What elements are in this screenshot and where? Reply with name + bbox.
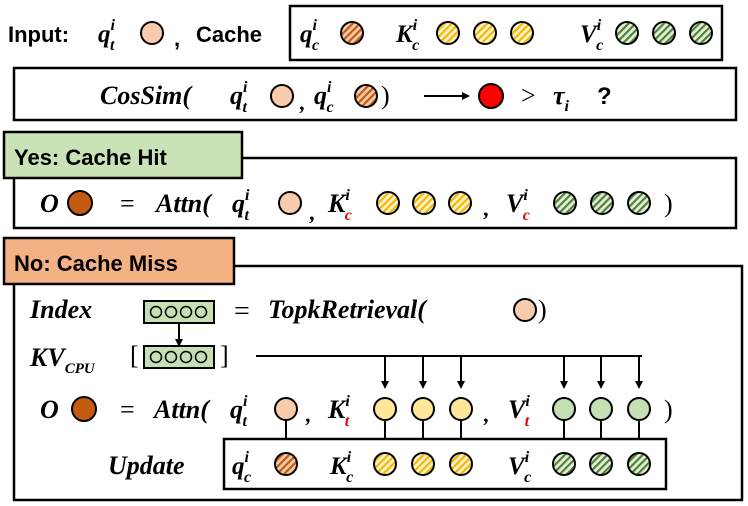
index-label: Index	[29, 295, 92, 324]
cached-value-circle	[615, 21, 639, 45]
miss-value-circle	[589, 397, 613, 421]
hit-attn-func: Attn(	[154, 189, 213, 218]
hit-key-circle	[412, 191, 436, 215]
miss-attn-func: Attn(	[152, 395, 211, 424]
topk-query-circle	[513, 298, 537, 322]
cache-label: Cache	[196, 22, 262, 47]
miss-key-circle	[373, 397, 397, 421]
miss-output-symbol: O	[40, 395, 59, 424]
index-slot	[179, 305, 193, 319]
hit-key-circle	[448, 191, 472, 215]
update-value-circle	[589, 452, 613, 476]
cache-miss-section: No: Cache Miss Index = TopkRetrieval( ) …	[2, 236, 744, 502]
index-slot	[194, 305, 208, 319]
hit-equals: =	[120, 189, 135, 218]
tau-symbol: τi	[553, 81, 570, 115]
hit-comma: ,	[309, 200, 316, 225]
hit-value-circle	[553, 191, 577, 215]
sim-comma: ,	[299, 90, 306, 115]
question-mark: ?	[597, 83, 612, 110]
cached-query-circle	[340, 21, 364, 45]
update-key-circle	[373, 452, 397, 476]
kv-cpu-symbol: KVCPU	[29, 343, 96, 377]
yes-cache-hit-label: Yes: Cache Hit	[14, 145, 168, 170]
index-slot	[149, 305, 163, 319]
input-label: Input:	[8, 22, 69, 47]
cached-value-circle	[689, 21, 713, 45]
hit-output-circle	[67, 190, 93, 216]
gt-symbol: >	[521, 81, 536, 110]
miss-key-circle	[449, 397, 473, 421]
miss-comma: ,	[305, 402, 312, 427]
topk-close-paren: )	[538, 295, 547, 324]
update-value-circle	[552, 452, 576, 476]
update-key-circle	[411, 452, 435, 476]
header-comma: ,	[174, 26, 180, 51]
update-query-circle	[274, 452, 298, 476]
kv-bracket-close: ]	[220, 341, 229, 370]
kv-index-slot	[179, 350, 193, 364]
miss-close-paren: )	[664, 395, 673, 424]
miss-query-circle	[274, 397, 298, 421]
hit-value-circle	[590, 191, 614, 215]
cached-key-circle	[436, 21, 460, 45]
sim-cached-query-circle	[354, 84, 378, 108]
miss-equals: =	[120, 395, 135, 424]
update-key-circle	[449, 452, 473, 476]
no-cache-miss-label: No: Cache Miss	[14, 251, 178, 276]
similarity-score-marker	[478, 83, 504, 109]
hit-close-paren: )	[664, 189, 673, 218]
topk-func: TopkRetrieval(	[268, 295, 428, 324]
yes-cache-hit-tab	[2, 130, 244, 180]
index-slot	[164, 305, 178, 319]
hit-comma-2: ,	[483, 196, 490, 221]
cached-key-circle	[510, 21, 534, 45]
miss-comma-2: ,	[483, 402, 490, 427]
miss-value-circle	[627, 397, 651, 421]
kv-index-slot	[149, 350, 163, 364]
cossim-func: CosSim(	[100, 81, 193, 110]
index-equals: =	[234, 296, 250, 327]
kv-index-slot	[194, 350, 208, 364]
no-cache-miss-tab	[2, 236, 236, 286]
miss-value-circle	[552, 397, 576, 421]
miss-key-circle	[411, 397, 435, 421]
hit-output-symbol: O	[40, 189, 59, 218]
kv-index-box	[143, 345, 215, 369]
sim-close-paren: )	[381, 81, 390, 110]
kv-index-slot	[164, 350, 178, 364]
cached-value-circle	[652, 21, 676, 45]
cached-key-circle	[473, 21, 497, 45]
query-token-circle	[140, 21, 164, 45]
miss-output-circle	[71, 396, 97, 422]
kv-bracket-open: [	[130, 341, 139, 370]
hit-query-circle	[278, 191, 302, 215]
sim-query-circle	[270, 84, 294, 108]
update-label: Update	[108, 451, 185, 480]
hit-value-circle	[627, 191, 651, 215]
index-box	[143, 300, 215, 324]
hit-key-circle	[376, 191, 400, 215]
update-value-circle	[627, 452, 651, 476]
